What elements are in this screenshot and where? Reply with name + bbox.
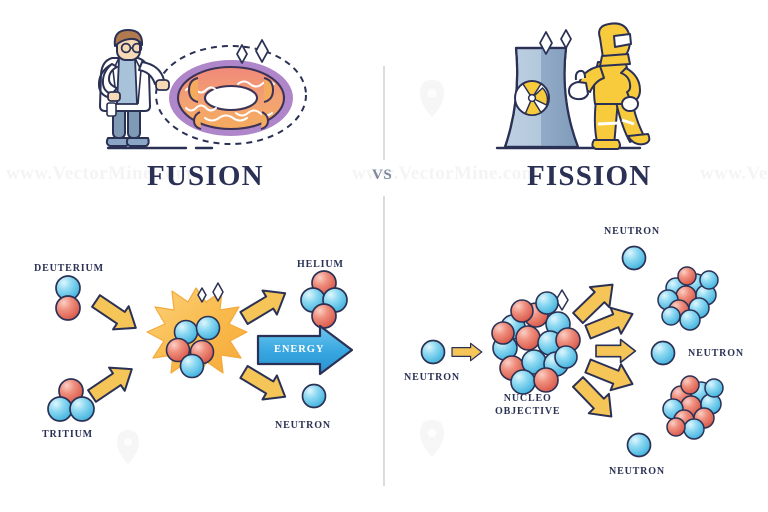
neutron-top-particle xyxy=(621,245,647,271)
arrow-deuterium-to-core xyxy=(87,288,145,341)
deuterium-particles xyxy=(55,275,81,321)
neutron-bottom-particle xyxy=(626,432,652,458)
arrow-core-to-neutron xyxy=(235,358,294,410)
arrow-tritium-to-core xyxy=(83,356,141,409)
label-helium: HELIUM xyxy=(297,259,344,270)
watermark-text: www.VectorMine.com xyxy=(352,163,538,184)
cooling-tower xyxy=(503,46,580,149)
label-nucleo-objective: NUCLEO OBJECTIVE xyxy=(495,393,560,418)
label-nucleo-line2: OBJECTIVE xyxy=(495,405,561,417)
scientist-figure xyxy=(97,29,170,147)
energy-arrow xyxy=(256,324,354,376)
watermark-text: www.VectorMine.com xyxy=(6,163,192,184)
incoming-neutron-particle xyxy=(420,339,446,365)
fusion-neutron-particle xyxy=(301,383,327,409)
tritium-particles xyxy=(47,378,95,422)
fission-reaction-diagram xyxy=(420,245,724,458)
page-title-fusion: FUSION xyxy=(147,160,264,192)
label-neutron-right: NEUTRON xyxy=(688,348,744,359)
fragment-upper-cluster xyxy=(657,266,719,331)
arrow-neutron-to-nucleus xyxy=(451,342,483,362)
sparkle-icon xyxy=(236,39,269,64)
label-neutron-bottom: NEUTRON xyxy=(609,466,665,477)
label-tritium: TRITIUM xyxy=(42,429,93,440)
nucleo-objective-cluster xyxy=(491,291,581,395)
fusion-reaction-diagram xyxy=(47,270,354,422)
vs-label: VS xyxy=(372,167,393,183)
radiation-trefoil-icon xyxy=(521,80,549,116)
sparkle-icon xyxy=(197,282,224,303)
label-fusion-neutron: NEUTRON xyxy=(275,420,331,431)
watermark-text: www.Vec xyxy=(700,163,768,184)
label-incoming-neutron: NEUTRON xyxy=(404,372,460,383)
page-title-fission: FISSION xyxy=(527,160,652,192)
fragment-lower-cluster xyxy=(662,375,724,440)
hazmat-worker-figure xyxy=(568,22,651,150)
label-energy: ENERGY xyxy=(274,344,325,355)
sparkle-icon xyxy=(539,29,572,55)
neutron-right-particle xyxy=(650,340,676,366)
containment-field xyxy=(155,45,307,145)
label-deuterium: DEUTERIUM xyxy=(34,263,104,274)
fission-hero-illustration xyxy=(495,22,651,150)
arrow-core-to-helium xyxy=(235,280,294,332)
helium-particles xyxy=(300,270,348,329)
label-neutron-top: NEUTRON xyxy=(604,226,660,237)
label-nucleo-line1: NUCLEO xyxy=(503,393,552,404)
arrow-nucleus-to-neutron-right xyxy=(595,338,637,364)
fusion-hero-illustration xyxy=(97,29,307,150)
